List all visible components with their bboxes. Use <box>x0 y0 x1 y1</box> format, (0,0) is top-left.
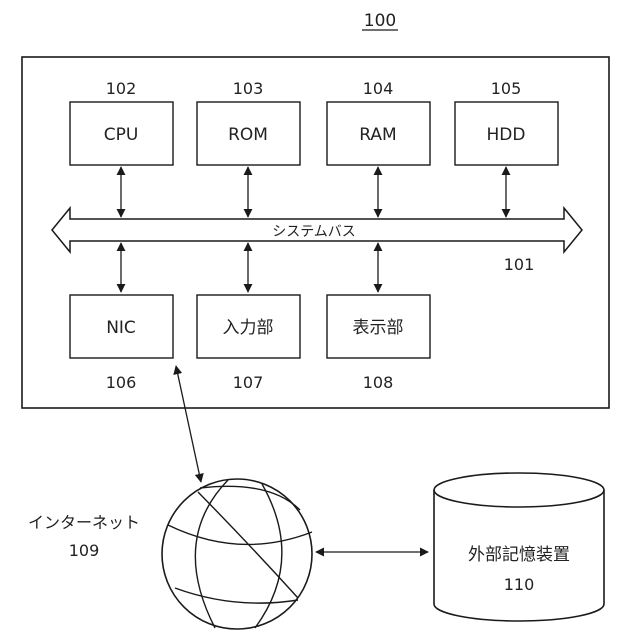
system-bus-ref: 101 <box>504 255 535 274</box>
nic-internet-connector <box>176 366 201 482</box>
nic-ref: 106 <box>106 373 137 392</box>
storage-label: 外部記憶装置 <box>468 545 570 565</box>
input-unit-ref: 107 <box>233 373 264 392</box>
ram-label: RAM <box>359 125 396 145</box>
hdd-label: HDD <box>487 125 526 145</box>
system-bus-label: システムバス <box>272 224 356 240</box>
internet-label: インターネット <box>28 513 140 532</box>
hdd-ref: 105 <box>491 79 522 98</box>
input-unit-label: 入力部 <box>223 318 274 338</box>
rom-label: ROM <box>228 125 268 145</box>
storage-ref: 110 <box>504 575 535 594</box>
cpu-label: CPU <box>104 125 139 145</box>
system-id: 100 <box>364 11 396 31</box>
cpu-ref: 102 <box>106 79 137 98</box>
rom-ref: 103 <box>233 79 264 98</box>
nic-label: NIC <box>106 318 136 338</box>
display-unit-ref: 108 <box>363 373 394 392</box>
display-unit-label: 表示部 <box>353 318 404 338</box>
globe-icon <box>162 479 312 629</box>
ram-ref: 104 <box>363 79 394 98</box>
internet-ref: 109 <box>69 541 100 560</box>
